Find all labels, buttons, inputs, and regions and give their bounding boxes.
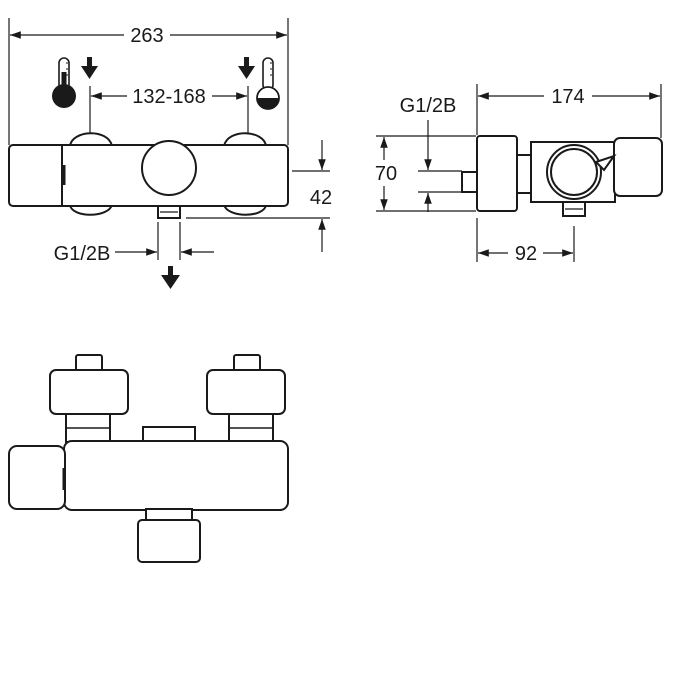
top-left-knob-tip: [75, 354, 103, 372]
total-width-label: 263: [130, 25, 163, 47]
front-view: 263: [8, 18, 332, 289]
top-handle: [8, 445, 66, 510]
side-neck: [516, 154, 532, 194]
top-left-knob: [49, 369, 129, 415]
side-height-label: 70: [375, 163, 397, 185]
side-valve-ring-inner: [550, 148, 598, 196]
height-offset-label: 42: [310, 187, 332, 209]
top-view: [8, 354, 289, 563]
arrow-down-icon: [238, 57, 255, 79]
inlet-spacing-label: 132-168: [132, 86, 205, 108]
top-body: [63, 440, 289, 511]
arrow-down-icon: [161, 266, 180, 289]
side-body: [476, 135, 518, 212]
center-outlet-cap: [141, 140, 197, 196]
thermometer-cold-icon: [52, 57, 76, 108]
top-right-knob: [206, 369, 286, 415]
side-depth-label: 92: [515, 243, 537, 265]
top-right-knob-tip: [233, 354, 261, 372]
thermometer-hot-icon: [256, 57, 280, 110]
arrow-down-icon: [81, 57, 98, 79]
side-valve-lever: [594, 154, 617, 172]
side-width-label: 174: [551, 86, 584, 108]
side-view: 174 G1/2B 70 92: [375, 84, 663, 265]
top-outlet-nut: [137, 519, 201, 563]
side-inlet-pipe: [461, 171, 479, 193]
side-thread-label: G1/2B: [400, 95, 457, 117]
outlet-thread-label: G1/2B: [54, 243, 111, 265]
side-knob: [613, 137, 663, 197]
